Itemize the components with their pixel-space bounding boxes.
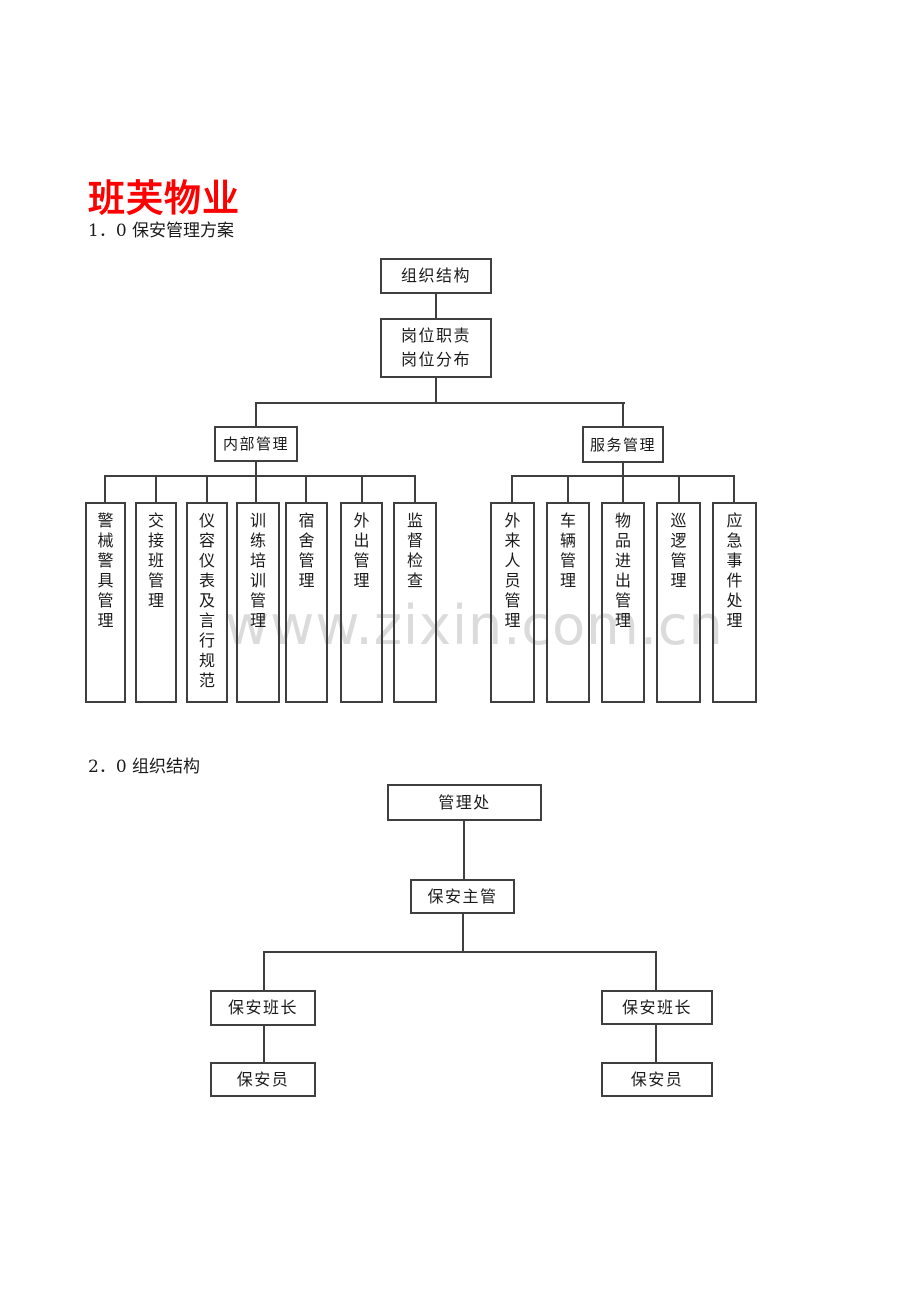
connector-line <box>206 475 208 502</box>
org1-branch-internal-box: 内部管理 <box>214 426 298 462</box>
connector-line <box>511 475 513 502</box>
connector-line <box>305 475 307 502</box>
org1-internal-child-weapons-box: 警械警具管理 <box>85 502 126 703</box>
org1-internal-child-dorm-box: 宿舍管理 <box>285 502 328 703</box>
connector-line <box>435 294 437 318</box>
page-title: 班芙物业 <box>88 176 240 220</box>
connector-line <box>435 378 437 402</box>
connector-line <box>361 475 363 502</box>
org1-branch-service-box: 服务管理 <box>582 426 664 463</box>
connector-line <box>414 475 416 502</box>
org1-service-child-patrol-box: 巡逻管理 <box>656 502 701 703</box>
org2-supervisor-box: 保安主管 <box>410 879 515 914</box>
connector-line <box>622 463 624 475</box>
connector-line <box>622 475 624 502</box>
connector-line <box>255 475 257 502</box>
connector-line <box>263 1026 265 1062</box>
section-1-heading: 1．0 保安管理方案 <box>88 221 235 241</box>
watermark-text: www.zixin.com.cn <box>225 594 724 657</box>
connector-line <box>567 475 569 502</box>
org1-service-child-goods-box: 物品进出管理 <box>601 502 645 703</box>
connector-line <box>462 914 464 951</box>
connector-line <box>104 475 106 502</box>
section-2-heading: 2．0 组织结构 <box>88 757 201 777</box>
org1-service-child-emergency-box: 应急事件处理 <box>712 502 757 703</box>
connector-line <box>255 402 257 426</box>
connector-line <box>655 951 657 990</box>
org1-internal-child-shift-box: 交接班管理 <box>135 502 177 703</box>
org2-root-box: 管理处 <box>387 784 542 821</box>
connector-line <box>255 402 625 404</box>
connector-line <box>155 475 157 502</box>
connector-line <box>104 475 416 477</box>
connector-line <box>263 951 657 953</box>
org1-level2-line2: 岗位分布 <box>400 350 471 369</box>
org1-level2-line1: 岗位职责 <box>400 326 471 345</box>
org1-root-box: 组织结构 <box>380 258 492 294</box>
connector-line <box>655 1025 657 1062</box>
org1-level2-box: 岗位职责 岗位分布 <box>380 318 492 378</box>
org1-internal-child-grooming-box: 仪容仪表及言行规范 <box>186 502 228 703</box>
connector-line <box>622 402 624 426</box>
org2-member-right-box: 保安员 <box>601 1062 713 1097</box>
org1-internal-child-training-box: 训练培训管理 <box>236 502 280 703</box>
org1-internal-child-inspect-box: 监督检查 <box>393 502 437 703</box>
org1-internal-child-outing-box: 外出管理 <box>340 502 383 703</box>
org1-service-child-vehicles-box: 车辆管理 <box>546 502 590 703</box>
connector-line <box>678 475 680 502</box>
org1-service-child-visitors-box: 外来人员管理 <box>490 502 535 703</box>
org2-leader-left-box: 保安班长 <box>210 990 316 1026</box>
connector-line <box>263 951 265 990</box>
org2-leader-right-box: 保安班长 <box>601 990 713 1025</box>
connector-line <box>463 821 465 879</box>
org2-member-left-box: 保安员 <box>210 1062 316 1097</box>
connector-line <box>733 475 735 502</box>
connector-line <box>255 462 257 475</box>
